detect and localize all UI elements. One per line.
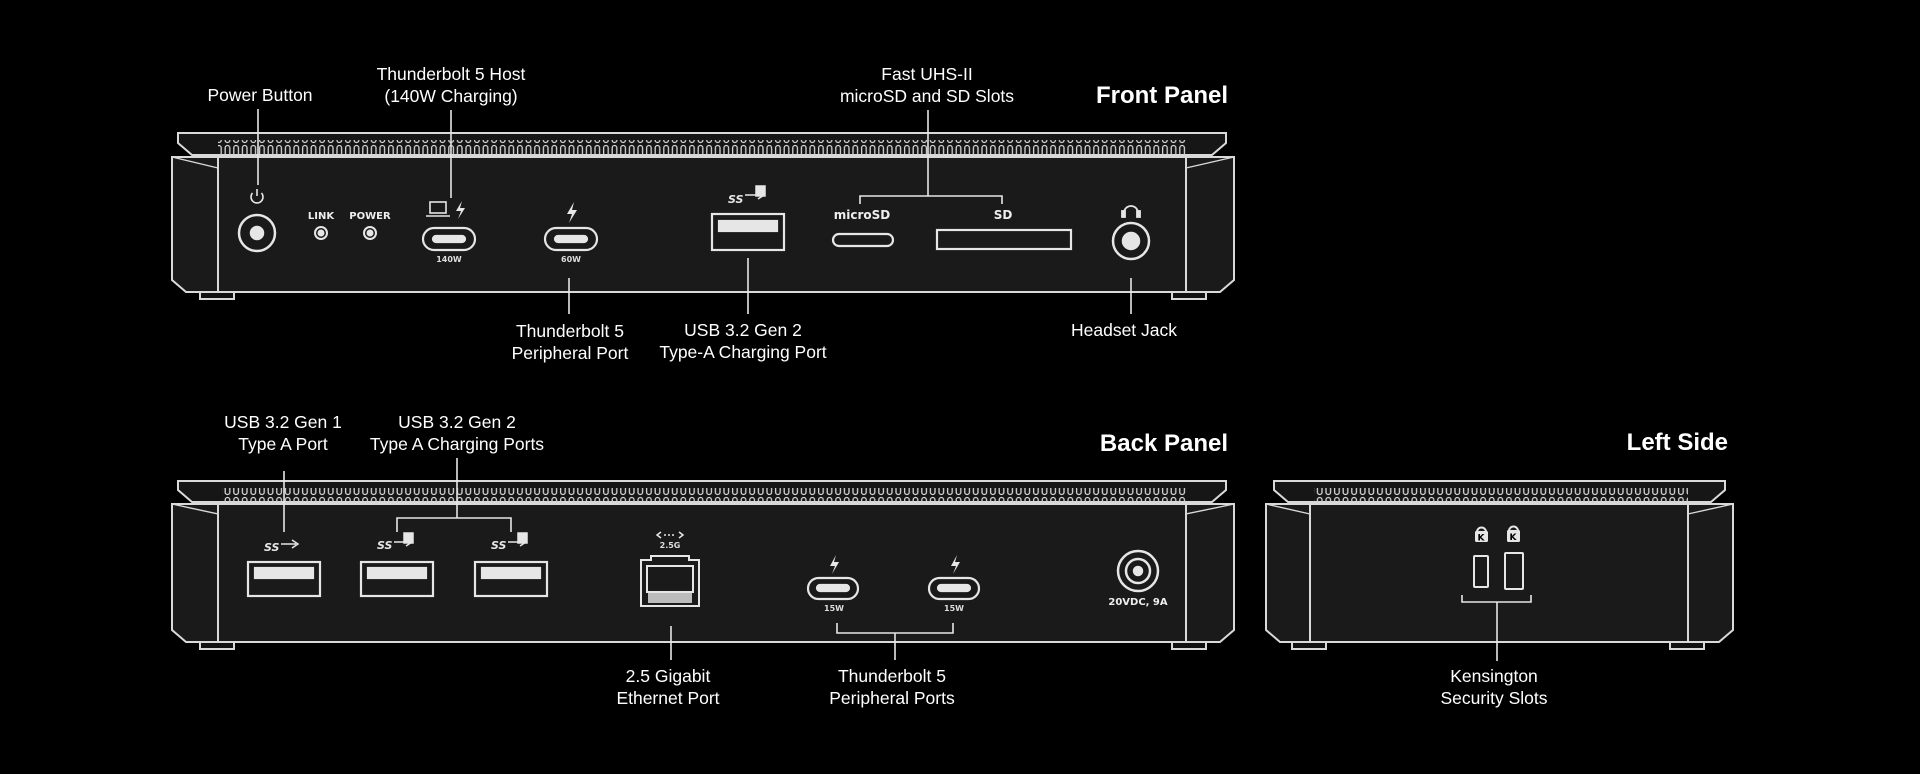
headphones-icon — [1121, 205, 1141, 218]
usb-gen1-callout: USB 3.2 Gen 1 Type A Port — [224, 411, 342, 455]
network-icon — [655, 531, 685, 539]
thunderbolt-icon — [830, 555, 839, 574]
link-label: LINK — [307, 211, 335, 222]
back-panel-device — [171, 480, 1235, 650]
microsd-label: microSD — [833, 208, 891, 222]
tb5-host-callout: Thunderbolt 5 Host (140W Charging) — [377, 63, 526, 107]
left-side-title: Left Side — [1626, 429, 1728, 456]
usb-gen2-port-left[interactable] — [359, 560, 435, 598]
callout-line: USB 3.2 Gen 2 — [398, 412, 516, 432]
back-panel-title: Back Panel — [1099, 430, 1228, 457]
superspeed-icon: SS — [264, 539, 300, 554]
headset-jack[interactable] — [1111, 221, 1151, 261]
callout-line: Security Slots — [1440, 688, 1548, 708]
laptop-icon — [426, 201, 450, 217]
dc-power-jack[interactable] — [1116, 549, 1160, 593]
svg-text:K: K — [1478, 534, 1486, 544]
status-leds — [314, 226, 377, 240]
ethernet-callout: 2.5 Gigabit Ethernet Port — [616, 665, 719, 709]
power-icon — [250, 189, 264, 204]
callout-line: Peripheral Port — [511, 343, 629, 363]
power-led-label: POWER — [349, 211, 391, 222]
front-panel-title: Front Panel — [1095, 82, 1228, 109]
tb5-ports-callout: Thunderbolt 5 Peripheral Ports — [829, 665, 954, 709]
svg-text:SS: SS — [377, 539, 393, 552]
left-side-device — [1265, 480, 1734, 650]
ethernet-speed-label: 2.5G — [659, 541, 681, 550]
callout-line: microSD and SD Slots — [839, 86, 1015, 106]
callout-line: Type A Charging Ports — [369, 434, 545, 454]
callout-line: USB 3.2 Gen 2 — [684, 320, 802, 340]
callout-line: 2.5 Gigabit — [625, 666, 711, 686]
svg-text:K: K — [1510, 533, 1518, 543]
usb-a-charging-port[interactable] — [710, 212, 786, 252]
front-panel-device — [171, 132, 1235, 300]
ethernet-port[interactable] — [640, 555, 700, 607]
kensington-bracket — [1461, 595, 1532, 661]
usb-gen1-port[interactable] — [246, 560, 322, 598]
host-watts-label: 140W — [436, 255, 462, 264]
callout-line: Type-A Charging Port — [659, 342, 827, 362]
kensington-lock-icon: K — [1475, 526, 1488, 544]
svg-text:SS: SS — [728, 193, 744, 206]
thunderbolt-icon — [951, 555, 960, 574]
superspeed-icon: SS — [377, 532, 414, 552]
svg-text:SS: SS — [491, 539, 507, 552]
kensington-callout: Kensington Security Slots — [1441, 665, 1548, 709]
superspeed-icon: SS — [728, 185, 766, 206]
peripheral-watts-label: 60W — [561, 255, 581, 264]
back-leader-lines — [283, 458, 896, 660]
tb5-back-port-left[interactable] — [806, 576, 860, 601]
callout-line: Thunderbolt 5 Host — [376, 64, 526, 84]
callout-line: Thunderbolt 5 — [515, 321, 624, 341]
callout-line: Peripheral Ports — [829, 688, 955, 708]
usb-gen2-callout: USB 3.2 Gen 2 Type A Charging Ports — [370, 411, 544, 455]
headset-jack-callout: Headset Jack — [1071, 319, 1177, 341]
thunderbolt-icon — [567, 202, 577, 223]
tb5-back-port-right[interactable] — [927, 576, 981, 601]
power-button-callout: Power Button — [207, 84, 312, 106]
sd-label: SD — [993, 208, 1013, 222]
card-slots-callout: Fast UHS-II microSD and SD Slots — [840, 63, 1014, 107]
callout-line: Power Button — [207, 85, 313, 105]
usb-gen2-bracket — [396, 517, 512, 532]
callout-line: Headset Jack — [1070, 320, 1178, 340]
kensington-lock-icon: K — [1507, 525, 1520, 543]
callout-line: Ethernet Port — [616, 688, 720, 708]
tb5-peripheral-callout: Thunderbolt 5 Peripheral Port — [512, 320, 629, 364]
thunderbolt-icon — [456, 201, 465, 219]
tb-left-watts-label: 15W — [824, 604, 844, 613]
callout-line: USB 3.2 Gen 1 — [224, 412, 342, 432]
microsd-slot[interactable] — [831, 232, 895, 248]
callout-line: Type A Port — [238, 434, 328, 454]
sd-slot[interactable] — [935, 228, 1073, 251]
kensington-slot-right[interactable] — [1504, 552, 1524, 590]
callout-line: Thunderbolt 5 — [837, 666, 946, 686]
usb-a-charging-callout: USB 3.2 Gen 2 Type-A Charging Port — [659, 319, 826, 363]
tb5-host-port[interactable] — [421, 226, 477, 252]
svg-text:SS: SS — [264, 541, 280, 554]
card-slot-bracket — [859, 195, 1003, 204]
dc-in-label: 20VDC, 9A — [1108, 597, 1168, 608]
usb-gen2-port-right[interactable] — [473, 560, 549, 598]
callout-line: (140W Charging) — [384, 86, 518, 106]
callout-line: Fast UHS-II — [881, 64, 973, 84]
superspeed-icon: SS — [491, 532, 528, 552]
callout-line: Kensington — [1450, 666, 1538, 686]
front-leader-lines — [257, 109, 1132, 314]
tb5-peripheral-port[interactable] — [543, 226, 599, 252]
kensington-slot-left[interactable] — [1473, 555, 1489, 588]
tb-right-watts-label: 15W — [944, 604, 964, 613]
power-button[interactable] — [237, 213, 277, 253]
